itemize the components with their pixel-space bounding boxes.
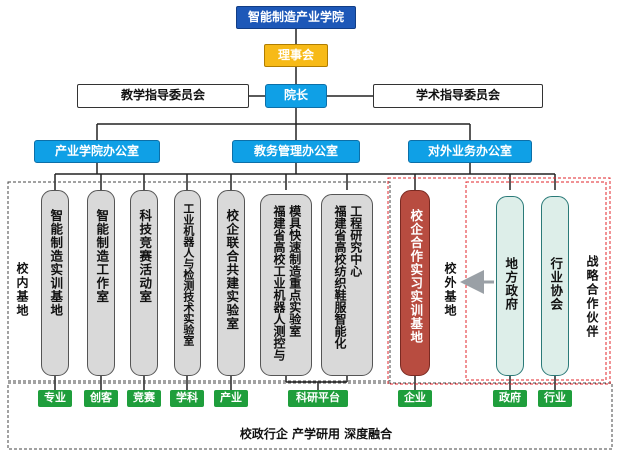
partner-label: 战略合作伙伴	[585, 255, 599, 339]
tag: 学科	[170, 390, 204, 407]
partner-unit-text: 地方政府	[503, 257, 519, 311]
external-affairs-office-box: 对外业务办公室	[408, 140, 532, 163]
offcampus-unit: 校企合作实习实训基地	[400, 190, 430, 376]
partner-unit-text: 行业协会	[548, 257, 564, 311]
campus-unit: 工程研究中心 福建省高校纺织鞋服智能化	[321, 194, 373, 376]
campus-unit-text: 智能制造实训基地	[48, 209, 64, 317]
campus-unit: 工业机器人与检测技术实验室	[174, 190, 201, 376]
campus-unit-text: 校企联合共建实验室	[224, 209, 240, 331]
tag: 竞赛	[127, 390, 161, 407]
footer-slogan: 校政行企 产学研用 深度融合	[239, 427, 393, 441]
campus-unit: 校企联合共建实验室	[217, 190, 245, 376]
partner-unit: 行业协会	[541, 196, 569, 376]
tag: 企业	[398, 390, 432, 407]
campus-unit-text: 工程研究中心	[348, 205, 363, 277]
campus-base-label: 校内基地	[15, 262, 29, 318]
campus-unit-text: 福建省高校工业机器人测控与	[272, 205, 286, 361]
campus-unit-text: 科技竞赛活动室	[137, 209, 153, 304]
campus-unit-text: 智能制造工作室	[94, 209, 110, 304]
council-box: 理事会	[264, 44, 328, 67]
campus-unit: 科技竞赛活动室	[130, 190, 158, 376]
tag: 创客	[84, 390, 118, 407]
campus-unit-text: 模具快速制造重点实验室	[287, 205, 302, 337]
academy-title: 智能制造产业学院	[236, 6, 356, 29]
academic-affairs-office-box: 教务管理办公室	[232, 140, 360, 163]
partner-unit: 地方政府	[496, 196, 524, 376]
teaching-committee-box: 教学指导委员会	[77, 84, 249, 108]
tag: 政府	[493, 390, 527, 407]
offcampus-unit-text: 校企合作实习实训基地	[408, 209, 424, 344]
campus-unit-text: 工业机器人与检测技术实验室	[181, 203, 195, 346]
industry-office-box: 产业学院办公室	[34, 140, 160, 163]
campus-unit: 智能制造工作室	[87, 190, 115, 376]
tag: 产业	[214, 390, 248, 407]
tag: 专业	[38, 390, 72, 407]
president-box: 院长	[265, 84, 327, 108]
tag: 行业	[538, 390, 572, 407]
campus-unit: 模具快速制造重点实验室 福建省高校工业机器人测控与	[260, 194, 312, 376]
campus-unit-text: 福建省高校纺织鞋服智能化	[333, 205, 347, 349]
tag: 科研平台	[288, 390, 348, 407]
campus-unit: 智能制造实训基地	[41, 190, 69, 376]
offcampus-base-label: 校外基地	[443, 262, 457, 318]
academic-committee-box: 学术指导委员会	[373, 84, 543, 108]
